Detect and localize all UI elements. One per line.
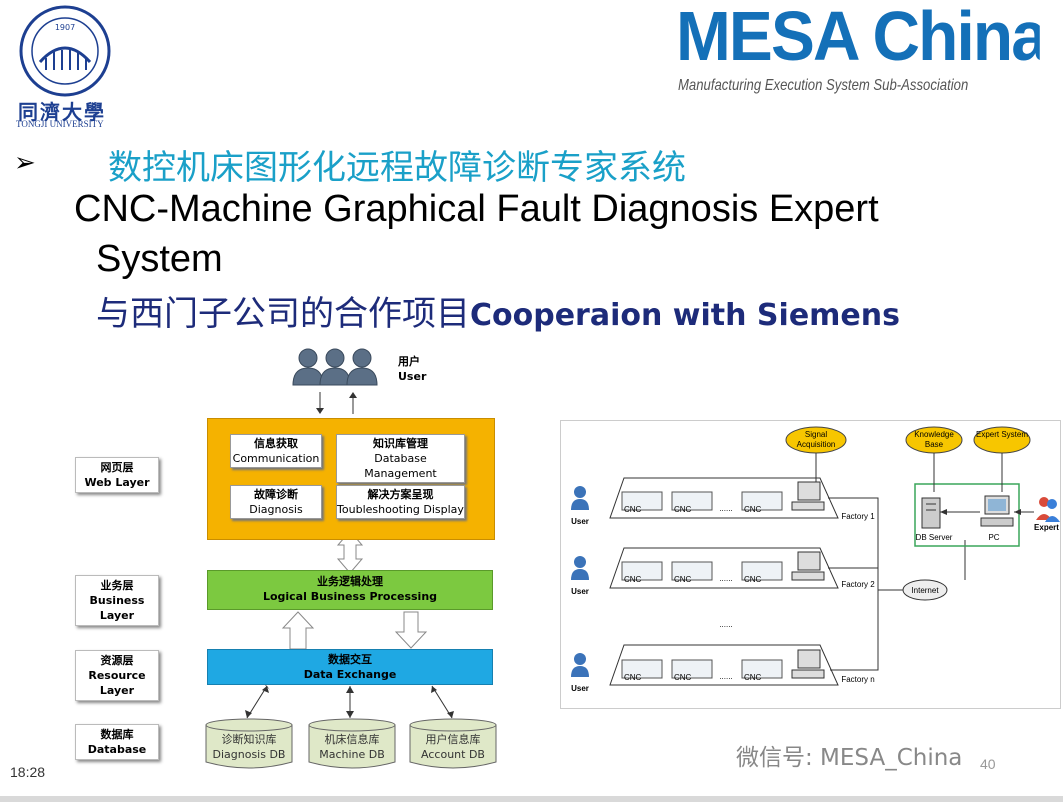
module-troubleshooting-cn: 解决方案呈现 (367, 488, 434, 501)
layer-database-en: Database (87, 743, 147, 756)
down-arrow (394, 611, 428, 649)
factory-1-label: Factory 1 (841, 512, 875, 521)
layer-resource-en: Resource Layer (88, 669, 146, 697)
mesa-subtitle: Manufacturing Execution System Sub-Assoc… (678, 77, 969, 94)
data-exchange-en: Data Exchange (303, 668, 397, 681)
layer-label-business: 业务层 Business Layer (75, 575, 159, 626)
layer-business-en: Business Layer (89, 594, 145, 622)
module-troubleshooting-en: Toubleshooting Display (337, 503, 464, 516)
layer-web-en: Web Layer (84, 476, 150, 489)
layer-label-web: 网页层 Web Layer (75, 457, 159, 493)
logic-cn: 业务逻辑处理 (317, 575, 383, 588)
slide-time: 18:28 (10, 764, 46, 780)
cnc-label: CNC (674, 505, 692, 514)
factory-n-label: Factory n (841, 675, 875, 684)
user-label-3: User (571, 684, 589, 693)
db-machine-en: Machine DB (319, 748, 385, 761)
user-label-1: User (571, 517, 589, 526)
wechat-watermark: 微信号: MESA_China (736, 745, 963, 771)
module-dbm-cn: 知识库管理 (373, 437, 428, 450)
module-communication: 信息获取 Communication (230, 434, 322, 468)
layer-web-cn: 网页层 (100, 461, 134, 474)
data-exchange-box: 数据交互 Data Exchange (207, 649, 493, 685)
cnc-label: CNC (744, 575, 762, 584)
db-diagnosis: 诊断知识库 Diagnosis DB (206, 732, 292, 762)
module-communication-en: Communication (232, 452, 320, 465)
db-machine-cn: 机床信息库 (324, 733, 380, 746)
signal-acquisition-label: Signal Acquisition (796, 430, 836, 449)
tongji-seal-logo: 1907 (19, 5, 111, 97)
bullet-arrow-icon: ➢ (14, 148, 36, 178)
expert-system-label: Expert System (975, 430, 1028, 439)
cooperation-line: 与西门子公司的合作项目Cooperaion with Siemens (96, 286, 900, 335)
cooperation-en: Cooperaion with Siemens (470, 298, 900, 333)
ellipsis-label: ...... (719, 574, 733, 583)
cnc-label: CNC (744, 505, 762, 514)
ellipsis-label: ...... (719, 672, 733, 681)
user-label-2: User (571, 587, 589, 596)
user-group-icon (292, 348, 378, 386)
up-arrow (281, 611, 315, 650)
factory-pc-icons (791, 481, 825, 679)
db-diagnosis-cn: 诊断知识库 (221, 733, 277, 746)
ellipsis-label: ...... (719, 504, 733, 513)
module-communication-cn: 信息获取 (254, 437, 298, 450)
user-label-cn: 用户 (398, 355, 420, 368)
logic-layer-box: 业务逻辑处理 Logical Business Processing (207, 570, 493, 610)
title-en-line2: System (96, 238, 223, 280)
cnc-label: CNC (624, 505, 642, 514)
db-server-icon (921, 497, 941, 529)
database-cylinders (205, 718, 497, 769)
ellipsis-label: ...... (719, 620, 733, 629)
pc-label: PC (988, 533, 1000, 542)
expert-label: Expert (1034, 523, 1059, 532)
db-machine: 机床信息库 Machine DB (309, 732, 395, 762)
cnc-devices (621, 491, 783, 679)
layer-business-cn: 业务层 (100, 579, 134, 592)
module-database-management: 知识库管理 Database Management (336, 434, 465, 483)
cnc-label: CNC (624, 673, 642, 682)
title-en-line1: CNC-Machine Graphical Fault Diagnosis Ex… (74, 188, 879, 230)
layer-label-resource: 资源层 Resource Layer (75, 650, 159, 701)
layer-database-cn: 数据库 (100, 728, 134, 741)
layer-resource-cn: 资源层 (100, 654, 134, 667)
title-cn: 数控机床图形化远程故障诊断专家系统 (108, 148, 686, 188)
university-name-cn: 同濟大學 (18, 100, 106, 124)
db-diagnosis-en: Diagnosis DB (212, 748, 286, 761)
expert-group-icon (1036, 497, 1060, 522)
network-diagram (560, 420, 1061, 709)
module-diagnosis-cn: 故障诊断 (254, 488, 298, 501)
pc-icon (980, 495, 1014, 527)
user-label: 用户 User (398, 354, 426, 384)
module-troubleshooting: 解决方案呈现 Toubleshooting Display (336, 485, 465, 519)
cnc-label: CNC (744, 673, 762, 682)
cnc-label: CNC (674, 575, 692, 584)
module-dbm-en: Database Management (364, 452, 437, 480)
university-name-en: TONGJI UNIVERSITY (16, 119, 104, 129)
db-server-label: DB Server (915, 533, 953, 542)
module-diagnosis: 故障诊断 Diagnosis (230, 485, 322, 519)
page-number: 40 (980, 756, 996, 772)
layer-label-database: 数据库 Database (75, 724, 159, 760)
mesa-china-logo: MESA China (676, 4, 1040, 70)
bottom-divider (0, 796, 1063, 802)
cooperation-cn: 与西门子公司的合作项目 (96, 294, 470, 334)
db-account-en: Account DB (421, 748, 485, 761)
module-diagnosis-en: Diagnosis (249, 503, 303, 516)
internet-label: Internet (911, 586, 939, 595)
user-icons (571, 486, 589, 677)
data-exchange-cn: 数据交互 (328, 653, 372, 666)
logic-en: Logical Business Processing (262, 590, 438, 603)
svg-text:1907: 1907 (55, 23, 75, 32)
user-label-en: User (398, 370, 427, 383)
db-account: 用户信息库 Account DB (410, 732, 496, 762)
factory-2-label: Factory 2 (841, 580, 875, 589)
knowledge-base-label: Knowledge Base (914, 430, 954, 449)
db-account-cn: 用户信息库 (425, 733, 481, 746)
cnc-label: CNC (674, 673, 692, 682)
internet-cloud-icon (902, 579, 948, 601)
cnc-label: CNC (624, 575, 642, 584)
